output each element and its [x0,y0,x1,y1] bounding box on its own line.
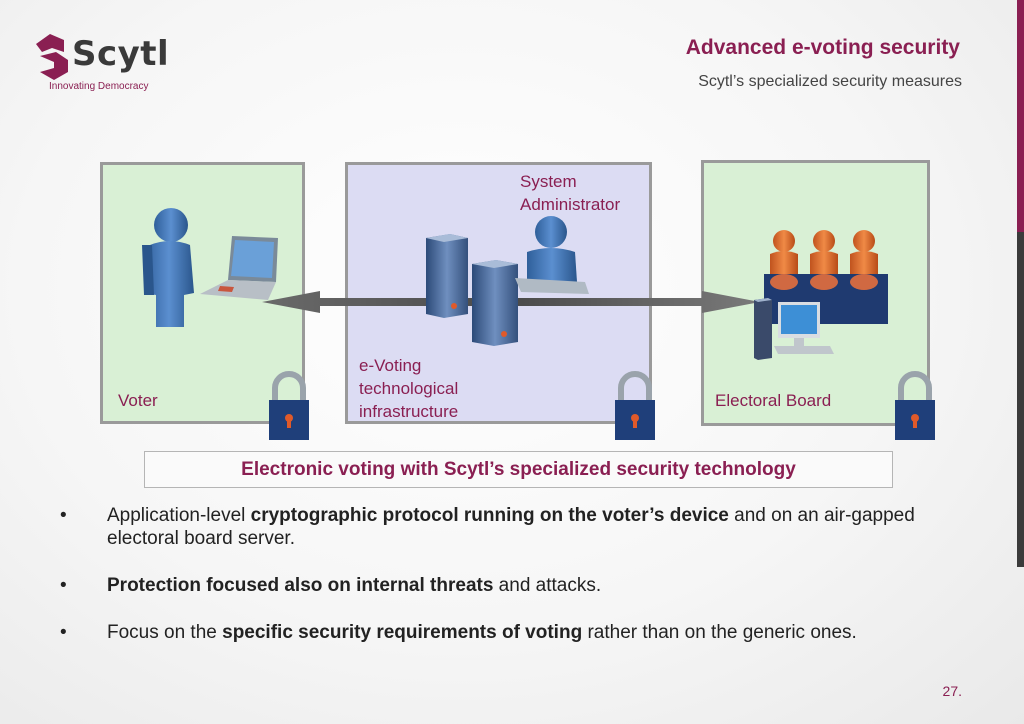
infrastructure-label-line-3: infrastructure [359,402,459,421]
bullet-marker: • [60,505,67,526]
infrastructure-label-line-2: technological [359,379,459,398]
bullet-text-bold: cryptographic protocol running on the vo… [250,505,729,526]
bullet-text: Protection focused also on internal thre… [107,574,980,597]
administrator-label: System Administrator [520,170,620,216]
bullet-text-plain: rather than on the generic ones. [582,622,857,643]
administrator-label-line-2: Administrator [520,195,621,214]
diagram-caption: Electronic voting with Scytl’s specializ… [144,451,893,488]
accent-bar-bottom [1017,232,1024,567]
page-number: 27. [942,683,962,699]
bullet-text-plain: Focus on the [107,622,223,643]
administrator-person-icon [515,216,589,294]
padlock-icon [895,371,935,440]
laptop-icon [200,236,278,300]
bullet-text-bold: Protection focused also on internal thre… [107,575,494,596]
bullet-text-bold: specific security requirements of voting [222,622,583,643]
padlock-icon [615,371,655,440]
scytl-logo-icon [36,34,68,80]
bullet-text-plain: and on an air-gapped electoral board ser… [107,505,915,549]
accent-bar-top [1017,0,1024,232]
list-item: • Protection focused also on internal th… [60,574,980,597]
slide-title: Advanced e-voting security [685,36,960,59]
bullet-text: Application-level cryptographic protocol… [107,504,980,550]
administrator-label-line-1: System [520,172,577,191]
infrastructure-label-line-1: e-Voting [359,356,422,375]
list-item: • Application-level cryptographic protoc… [60,504,980,550]
electoral-board-label: Electoral Board [715,391,832,410]
bullet-text-plain: Application-level [107,505,251,526]
slide-subtitle: Scytl’s specialized security measures [698,73,962,90]
bullet-marker: • [60,622,67,643]
bullet-marker: • [60,575,67,596]
voter-label: Voter [118,391,158,410]
voter-person-icon [142,208,194,327]
list-item: • Focus on the specific security require… [60,621,980,644]
bullet-list: • Application-level cryptographic protoc… [60,504,980,668]
brand-name: Scytl [72,34,170,74]
bullet-text: Focus on the specific security requireme… [107,621,980,644]
brand-tagline: Innovating Democracy [49,81,149,92]
desktop-computer-icon [754,298,834,360]
infrastructure-label: e-Voting technological infrastructure [359,354,458,423]
bullet-text-plain: and attacks. [493,575,602,596]
padlock-icon [269,371,309,440]
electoral-board-members-icon [764,230,888,324]
server-icon [426,234,518,346]
